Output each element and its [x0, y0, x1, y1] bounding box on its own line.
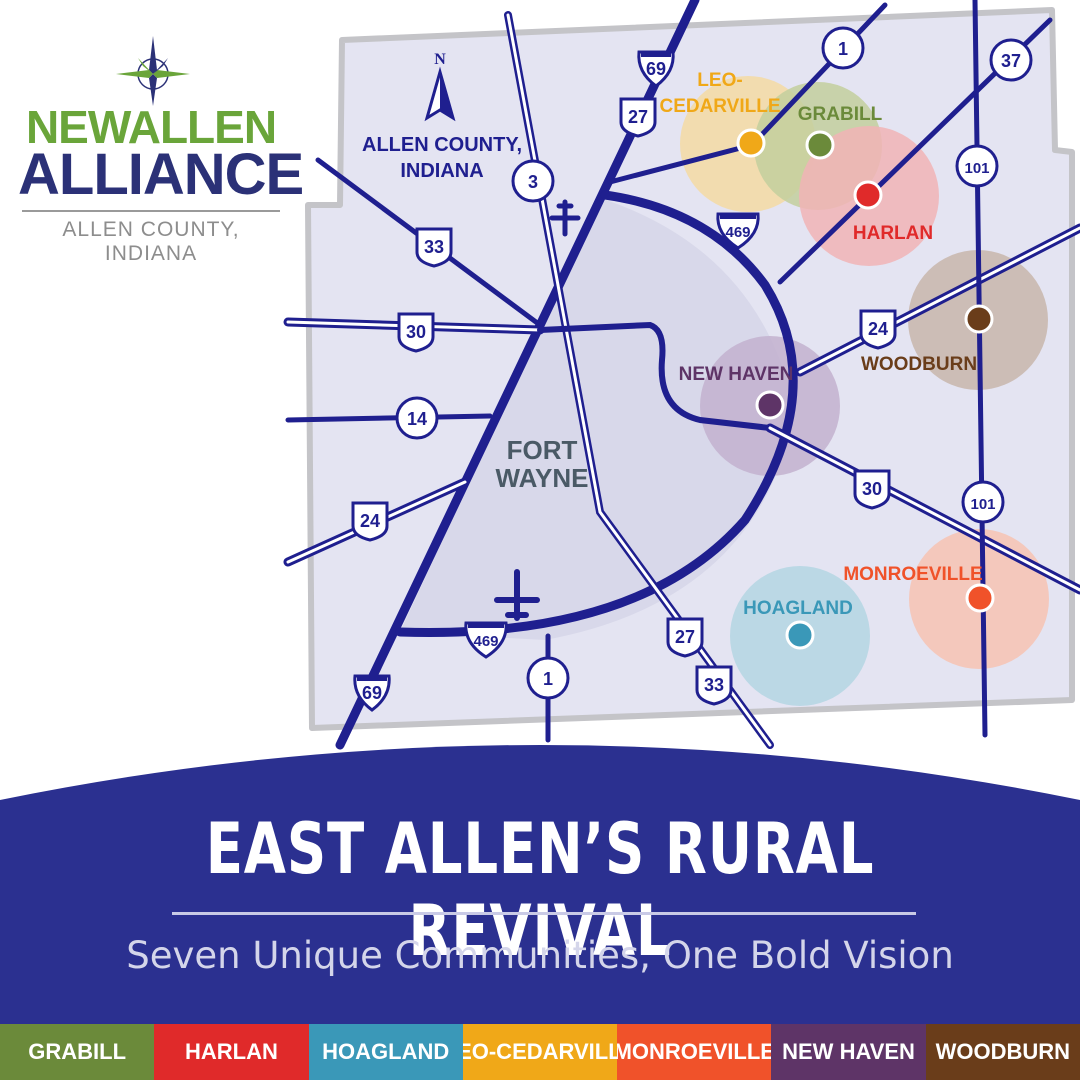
legend-item-grabill[interactable]: GRABILL: [0, 1024, 155, 1080]
shield-number: 69: [646, 59, 666, 79]
shield-number: 33: [704, 675, 724, 695]
shield-sr1-north: 1: [821, 26, 865, 70]
shield-number: 27: [675, 627, 695, 647]
shield-us33-west: 33: [415, 227, 453, 268]
shield-i69-north: 69: [637, 50, 675, 88]
logo-line1: NEWALLEN: [25, 101, 277, 153]
shield-number: 469: [473, 633, 498, 650]
shield-us30-east: 30: [853, 469, 891, 510]
county-label-line1: ALLEN COUNTY,: [362, 134, 522, 156]
marker-woodburn[interactable]: [964, 304, 994, 334]
shield-number: 101: [964, 160, 989, 177]
shield-i469-north: 469: [716, 212, 760, 250]
shield-number: 24: [360, 511, 380, 531]
shield-sr14: 14: [395, 396, 439, 440]
label-new-haven: NEW HAVEN: [679, 364, 794, 385]
road-sr101: [972, 0, 988, 738]
county-label-line2: INDIANA: [400, 160, 483, 182]
shield-i469-south: 469: [464, 621, 508, 659]
label-leo-cedarville-line2: CEDARVILLE: [659, 96, 780, 117]
shield-sr101-south: 101: [961, 480, 1005, 524]
shield-number: 1: [543, 669, 553, 689]
marker-hoagland[interactable]: [785, 620, 815, 650]
airport-south-icon: [494, 569, 540, 621]
shield-sr37: 37: [989, 38, 1033, 82]
marker-monroeville[interactable]: [965, 583, 995, 613]
label-hoagland: HOAGLAND: [743, 598, 853, 619]
shield-number: 14: [407, 409, 427, 429]
shield-us27-south: 27: [666, 617, 704, 658]
shield-number: 30: [862, 479, 882, 499]
shield-us33-south: 33: [695, 665, 733, 706]
logo-divider: [22, 210, 280, 212]
logo-subtitle: ALLEN COUNTY, INDIANA: [62, 218, 240, 265]
fort-wayne-area: [400, 198, 795, 640]
shield-number: 27: [628, 107, 648, 127]
north-label: N: [434, 51, 446, 68]
shield-number: 30: [406, 322, 426, 342]
shield-us24-west: 24: [351, 501, 389, 542]
city-label-line1: FORT: [507, 435, 578, 465]
shield-number: 33: [424, 237, 444, 257]
community-markers: LEO- CEDARVILLE GRABILL HARLAN WOODBURN NEW H…: [659, 70, 995, 650]
shield-sr1-south: 1: [526, 656, 570, 700]
shield-number: 469: [725, 224, 750, 241]
legend-item-woodburn[interactable]: WOODBURN: [925, 1024, 1080, 1080]
logo-line2: ALLIANCE: [18, 142, 304, 207]
city-label-line2: WAYNE: [496, 463, 589, 493]
label-monroeville: MONROEVILLE: [843, 564, 982, 585]
shield-number: 101: [970, 496, 995, 513]
banner-subtitle: Seven Unique Communities, One Bold Visio…: [126, 934, 954, 977]
label-woodburn: WOODBURN: [861, 354, 977, 375]
label-leo-cedarville: LEO-: [697, 70, 742, 91]
legend-item-hoagland[interactable]: HOAGLAND: [308, 1024, 463, 1080]
marker-new-haven[interactable]: [755, 390, 785, 420]
shield-number: 1: [838, 39, 848, 59]
road-sr14: [285, 413, 493, 423]
roads: [283, 0, 1080, 750]
shield-number: 3: [528, 172, 538, 192]
legend-item-leo-cedarville[interactable]: LEO-CEDARVILLE: [462, 1024, 618, 1080]
shield-us24-east: 24: [859, 309, 897, 350]
marker-harlan[interactable]: [853, 180, 883, 210]
newallen-alliance-logo: NEWALLEN ALLIANCE ALLEN COUNTY, INDIANA: [18, 36, 304, 265]
shield-sr3: 3: [511, 159, 555, 203]
label-grabill: GRABILL: [798, 104, 883, 125]
shield-us27-north: 27: [619, 97, 657, 138]
road-us30-city: [537, 321, 773, 431]
shield-number: 24: [868, 319, 888, 339]
highway-shields: 69 69 469 469 27 27 33 33 30 30 24 24 1 1 3 14 37 101 101: [351, 26, 1033, 712]
compass-rose-icon: [116, 36, 190, 106]
banner-divider: [172, 912, 916, 915]
shield-sr101-north: 101: [955, 144, 999, 188]
north-arrow-icon: [424, 66, 456, 122]
shield-number: 69: [362, 683, 382, 703]
shield-number: 37: [1001, 51, 1021, 71]
legend-item-harlan[interactable]: HARLAN: [154, 1024, 309, 1080]
marker-grabill[interactable]: [805, 130, 835, 160]
banner-title: EAST ALLEN’S RURAL REVIVAL: [205, 808, 875, 972]
airport-north-icon: [549, 199, 581, 237]
marker-leo-cedarville[interactable]: [736, 128, 766, 158]
label-harlan: HARLAN: [853, 223, 933, 244]
shield-i69-south: 69: [353, 674, 391, 712]
legend-item-new-haven[interactable]: NEW HAVEN: [771, 1024, 926, 1080]
community-legend: GRABILLHARLANHOAGLANDLEO-CEDARVILLEMONRO…: [0, 1024, 1080, 1080]
shield-us30-west: 30: [397, 312, 435, 353]
legend-item-monroeville[interactable]: MONROEVILLE: [617, 1024, 772, 1080]
